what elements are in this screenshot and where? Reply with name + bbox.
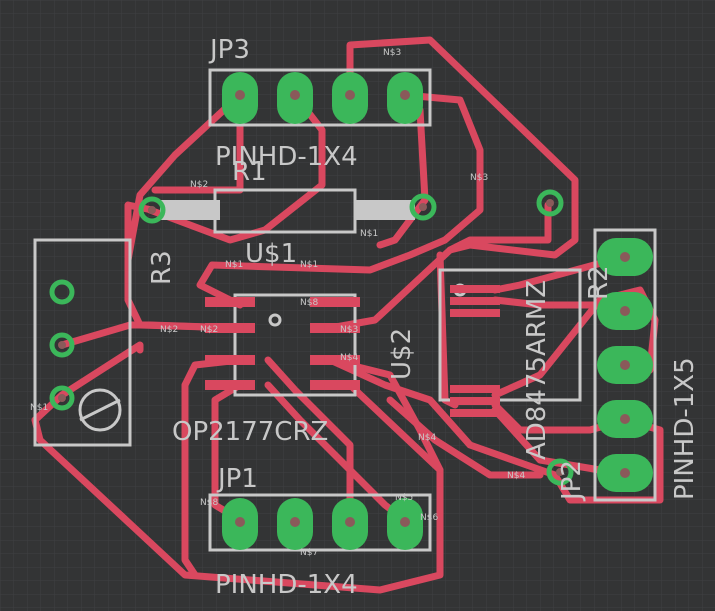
jp3-label: JP3 — [208, 35, 250, 65]
net-label: N$7 — [300, 548, 318, 558]
jp1-outline — [208, 493, 432, 552]
r1-label: R1 — [232, 157, 267, 187]
u2-outline — [438, 268, 582, 402]
r3-label: R3 — [147, 250, 177, 285]
net-label: N$2 — [190, 180, 208, 190]
u2-label: U$2 — [387, 328, 417, 380]
jp1-pads — [222, 498, 423, 550]
pot-outline — [33, 238, 132, 447]
u1-label: U$1 — [245, 239, 297, 269]
net-label: N$4 — [507, 471, 525, 481]
net-label: N$8 — [300, 298, 318, 308]
net-label: N$5 — [395, 493, 413, 503]
pot-dial — [78, 388, 122, 432]
u1-part-label: OP2177CRZ — [172, 417, 328, 447]
jp3-outline — [208, 68, 432, 127]
u2-pads — [450, 285, 500, 417]
component-labels: JP3 PINHD-1X4 R1 U$1 OP2177CRZ JP1 PINHD… — [147, 35, 700, 600]
r1-lead-left — [160, 200, 220, 220]
net-label: N$1 — [360, 229, 378, 239]
r3-pads — [49, 279, 75, 411]
jp2-outline — [593, 228, 657, 502]
net-label: N$2 — [200, 325, 218, 335]
net-label: N$3 — [383, 48, 401, 58]
net-label: N$2 — [160, 325, 178, 335]
net-label: N$4 — [418, 433, 436, 443]
net-label: N$1 — [225, 260, 243, 270]
u1-pads — [205, 297, 360, 390]
net-label: N$4 — [340, 353, 358, 363]
jp2-package-label: PINHD-1X5 — [670, 357, 700, 500]
net-label: N$3 — [470, 173, 488, 183]
u2-part-label: AD8475ARMZ — [522, 280, 552, 460]
jp1-label: JP1 — [216, 464, 258, 494]
jp3-package-label: PINHD-1X4 — [215, 142, 358, 172]
net-labels: N$3 N$2 N$1 N$1 N$2 N$2 N$3 N$4 N$8 N$4 … — [30, 48, 525, 558]
net-label: N$1 — [300, 260, 318, 270]
net-label: N$6 — [420, 513, 438, 523]
traces — [31, 36, 664, 594]
r2-label: R2 — [584, 265, 614, 300]
jp1-package-label: PINHD-1X4 — [215, 570, 358, 600]
r2-pads — [536, 189, 574, 486]
r1-pads — [138, 193, 437, 224]
net-label: N$3 — [340, 325, 358, 335]
r1-lead-right — [355, 200, 415, 220]
jp3-pads — [222, 72, 423, 124]
net-label: N$8 — [200, 498, 218, 508]
jp2-label: JP2 — [557, 460, 587, 502]
jp2-pads — [597, 238, 653, 492]
net-label: N$1 — [30, 403, 48, 413]
